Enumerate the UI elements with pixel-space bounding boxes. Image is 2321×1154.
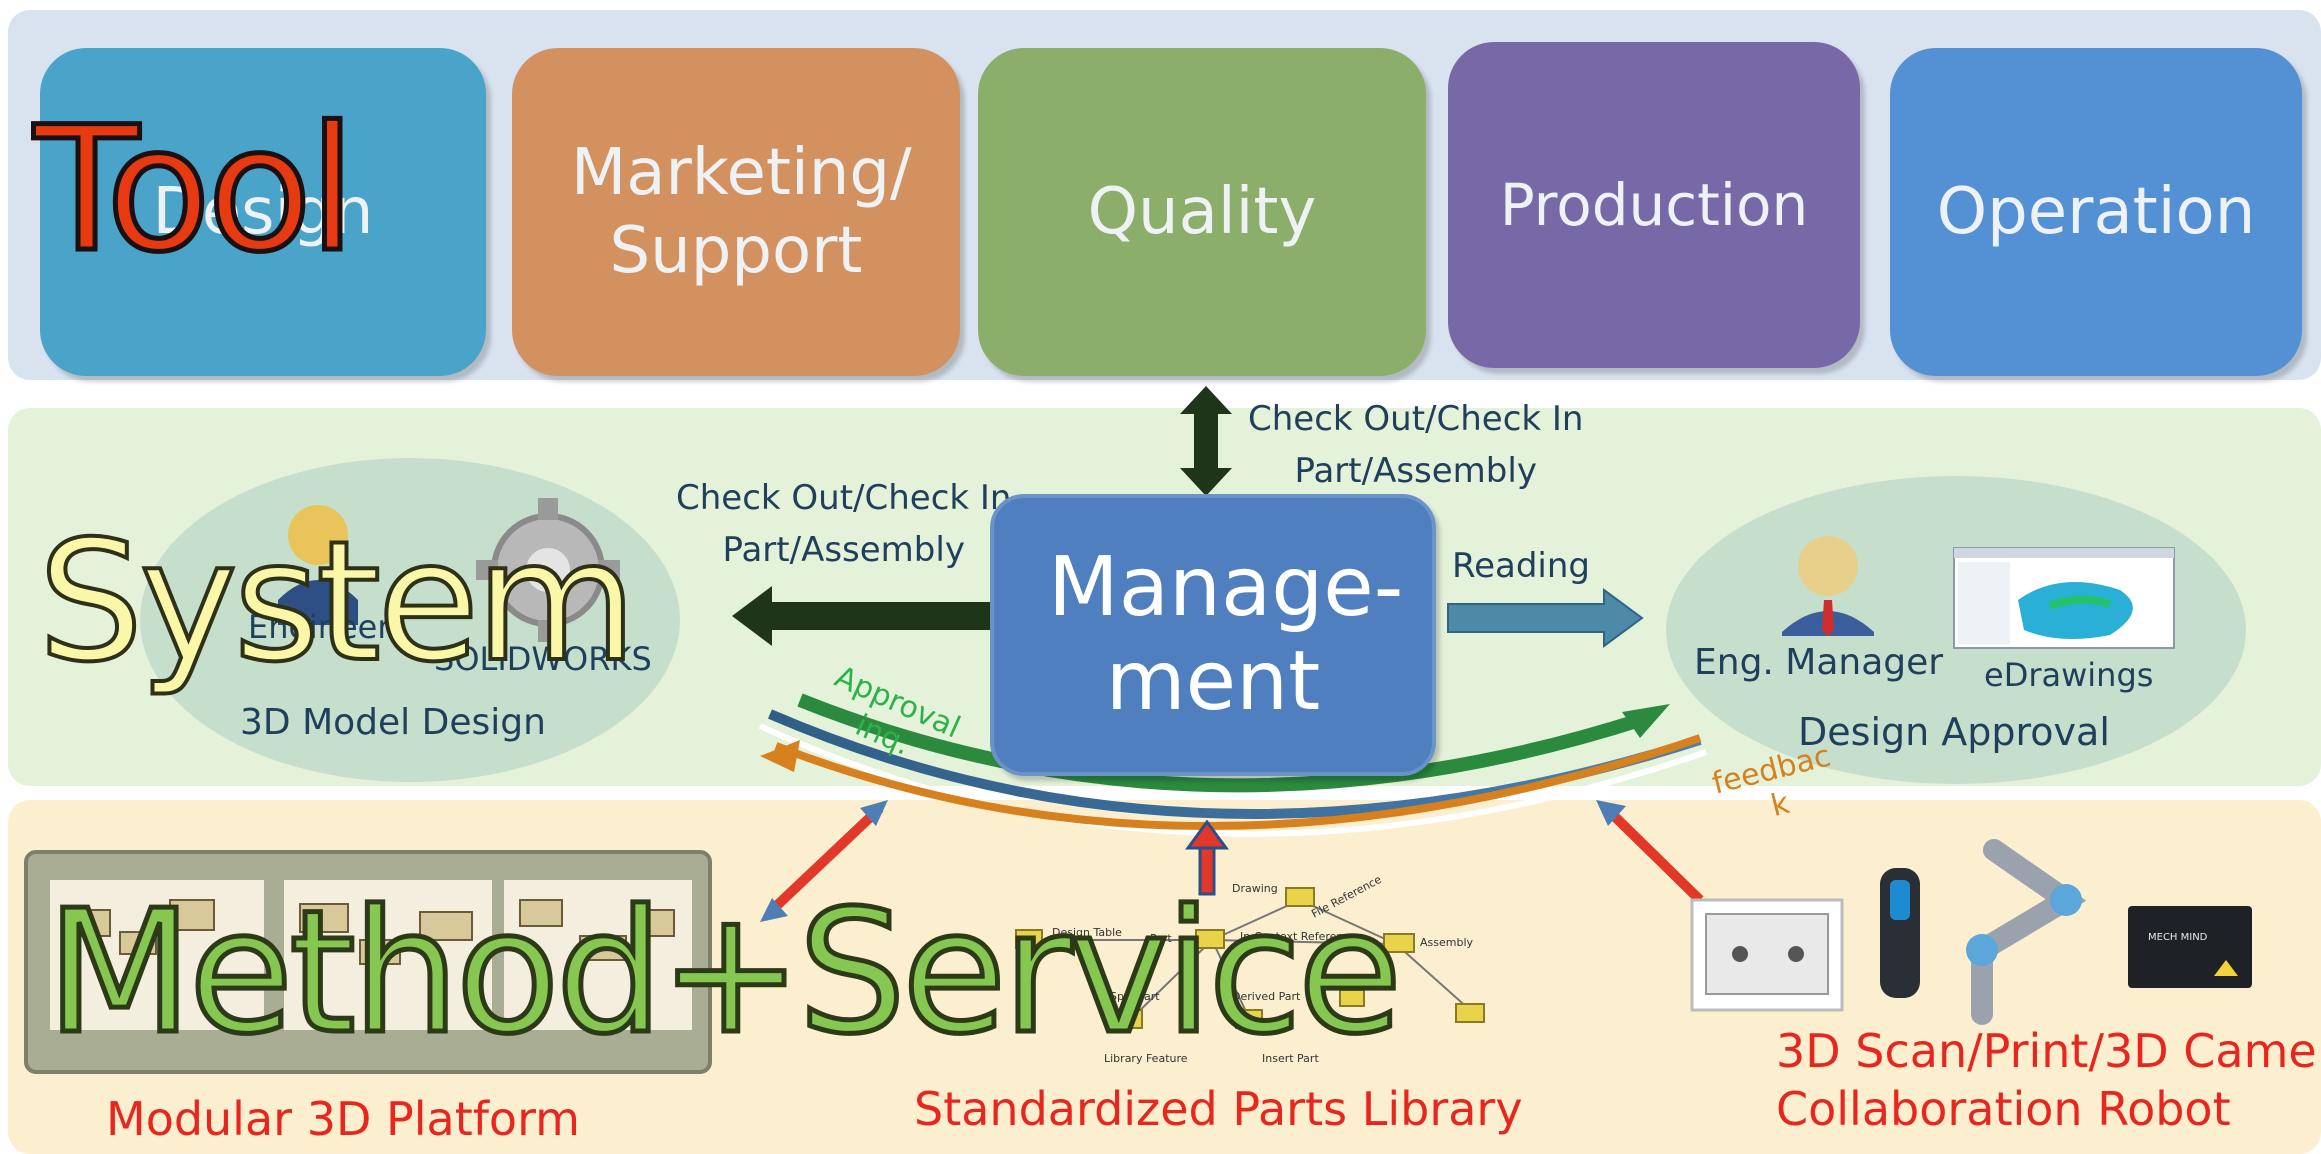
node-label-drawing: Drawing — [1232, 882, 1278, 895]
engineer-icon — [278, 505, 358, 625]
top-flow-label: Check Out/Check In Part/Assembly — [1248, 399, 1584, 491]
red-arrow-right — [1596, 800, 1704, 904]
reading-label: Reading — [1452, 546, 1591, 586]
dept-marketing-support: Marketing/ Support — [512, 48, 960, 376]
part-nodes — [1015, 887, 1485, 1029]
platform-caption: Modular 3D Platform — [106, 1092, 580, 1146]
node-label-part: Part — [1150, 932, 1172, 945]
manager-icon — [1782, 536, 1874, 636]
checkout-left-arrow — [732, 586, 992, 646]
edrawings-screenshot-icon — [1953, 547, 2175, 649]
node-label-in-context: In-Context Reference — [1240, 930, 1356, 943]
approval-caption: Design Approval — [1798, 710, 2110, 754]
engineer-label: Engineer — [248, 608, 391, 646]
3d-printer-image — [1690, 898, 1844, 1012]
tier-tool-label: Tool — [31, 89, 358, 290]
red-arrow-left — [760, 800, 888, 922]
node-label-design-table: Design Table — [1052, 926, 1122, 939]
dept-production: Production — [1448, 42, 1860, 368]
3d-scanner-image — [1880, 868, 1920, 998]
management-box: Manage- ment — [990, 494, 1436, 776]
node-label-insert-part: Insert Part — [1262, 1052, 1319, 1065]
node-label-library-feature: Library Feature — [1104, 1052, 1188, 1065]
red-arrow-center — [1185, 819, 1229, 896]
node-label-derived-part: Derived Part — [1232, 990, 1301, 1003]
devices-caption: 3D Scan/Print/3D Came Collaboration Robo… — [1776, 1024, 2317, 1136]
left-flow-label: Check Out/Check In Part/Assembly — [676, 478, 1012, 570]
solidworks-label: SOLIDWORKS — [434, 640, 652, 678]
dept-design: Design — [40, 48, 486, 376]
node-label-split-part: Split Part — [1110, 990, 1160, 1003]
tier-system-label: System — [36, 506, 639, 699]
library-caption: Standardized Parts Library — [914, 1082, 1523, 1136]
dept-quality: Quality — [978, 48, 1426, 376]
checkin-vertical-arrow — [1180, 386, 1232, 496]
robot-arm-image — [1966, 839, 2087, 1025]
node-label-assembly: Assembly — [1420, 936, 1474, 949]
edrawings-label: eDrawings — [1984, 656, 2154, 694]
approval-arc — [758, 693, 1707, 837]
modular-platform-image — [24, 850, 712, 1074]
gear-icon — [476, 498, 620, 642]
reading-right-arrow — [1447, 588, 1644, 648]
design-caption: 3D Model Design — [240, 702, 546, 743]
3d-camera-image: MECH MIND — [2128, 906, 2252, 988]
design-panel — [140, 458, 680, 782]
eng-manager-label: Eng. Manager — [1694, 642, 1944, 683]
dept-operation: Operation — [1890, 48, 2302, 376]
camera-brand-label: MECH MIND — [2148, 932, 2208, 943]
tier-method-service-label: Method+Service — [43, 874, 1404, 1072]
